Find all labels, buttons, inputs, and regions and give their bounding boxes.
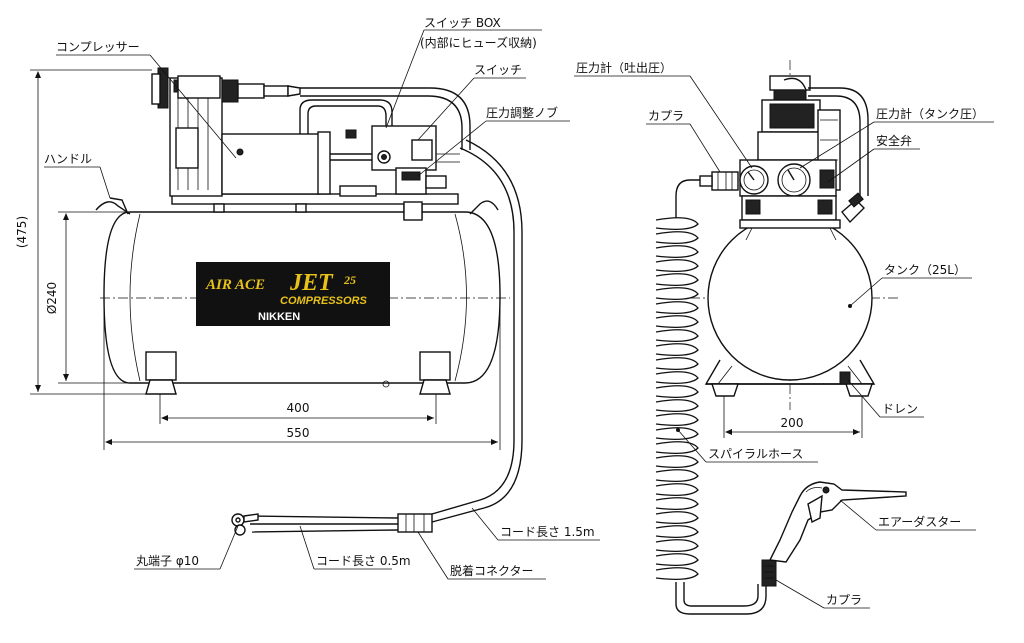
label-pressure-knob: 圧力調整ノブ <box>486 105 558 120</box>
pressure-knob <box>395 167 427 195</box>
right-foot <box>419 351 451 381</box>
label-switch-box-1: スイッチ BOX <box>424 16 501 30</box>
left-foot <box>145 351 177 381</box>
right-handle-shape <box>469 200 499 215</box>
side-hose <box>808 87 869 196</box>
label-coupler-bottom: カプラ <box>826 593 862 607</box>
logo-text-25: 25 <box>343 273 356 287</box>
label-compressor: コンプレッサー <box>56 40 140 54</box>
left-handle-shape <box>95 201 131 215</box>
motor <box>221 133 321 195</box>
label-cord-15: コード長さ 1.5m <box>500 525 595 539</box>
side-view: 200 圧力計（吐出圧） カプラ 圧力計（タンク圧） 安全弁 タンク（25L） … <box>574 60 994 615</box>
coupler-top-shape <box>711 171 739 191</box>
dim-leg-span: 400 <box>287 401 310 415</box>
detachable-connector <box>397 513 433 533</box>
power-cord-short <box>251 515 399 519</box>
top-hose <box>300 87 471 150</box>
spiral-hose-coils <box>655 217 699 580</box>
label-coupler-top: カプラ <box>648 109 684 123</box>
label-spiral-hose: スパイラルホース <box>708 447 803 461</box>
side-tank <box>707 215 873 381</box>
label-connector: 脱着コネクター <box>450 563 534 578</box>
label-tank: タンク（25L） <box>884 263 966 277</box>
label-switch-box-2: (内部にヒューズ収納) <box>420 35 537 50</box>
coupler-bottom-shape <box>761 559 777 587</box>
dim-diameter: Ø240 <box>45 282 59 314</box>
dim-height: (475) <box>15 216 29 248</box>
power-cord-long <box>431 147 515 515</box>
label-safety-valve: 安全弁 <box>876 133 912 148</box>
logo-text-air-ace: AIR ACE <box>205 277 265 293</box>
dim-side-width: 200 <box>781 416 804 430</box>
front-view: AIR ACE JET 25 COMPRESSORS NIKKEN <box>15 16 600 580</box>
dim-length: 550 <box>287 426 310 440</box>
label-pressure-gauge-tank: 圧力計（タンク圧） <box>876 106 984 121</box>
label-air-duster: エアーダスター <box>878 514 961 529</box>
logo-plate <box>196 262 390 326</box>
label-cord-05: コード長さ 0.5m <box>316 554 411 568</box>
label-pressure-gauge-outlet: 圧力計（吐出圧） <box>576 60 672 75</box>
label-switch: スイッチ <box>474 63 522 77</box>
label-terminal: 丸端子 φ10 <box>136 554 199 568</box>
label-handle: ハンドル <box>44 152 92 166</box>
logo-text-compressors: COMPRESSORS <box>280 295 367 307</box>
drain-valve <box>839 371 851 385</box>
label-drain: ドレン <box>882 402 918 416</box>
logo-text-jet: JET <box>289 270 334 296</box>
logo-text-nikken: NIKKEN <box>258 311 300 323</box>
